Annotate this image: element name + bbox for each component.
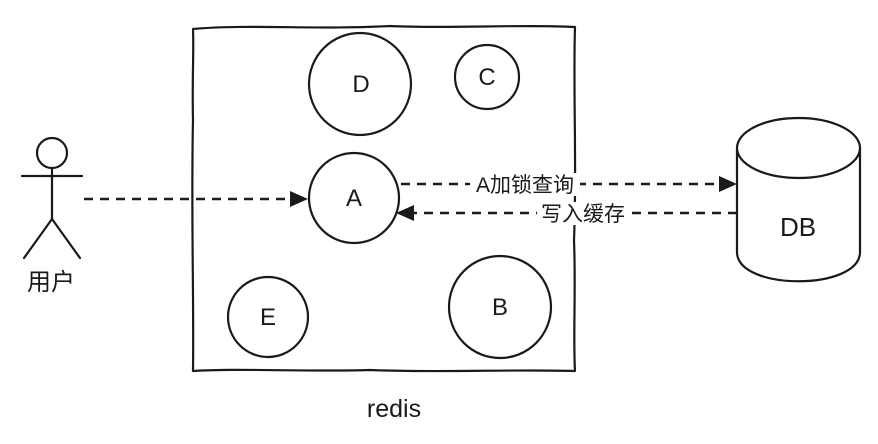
arrow-a-to-db: A加锁查询 <box>401 173 737 197</box>
node-circle-c <box>453 43 521 111</box>
user-leg-left <box>22 217 54 260</box>
arrow-label-write-cache: 写入缓存 <box>541 203 625 226</box>
user-head <box>35 136 69 170</box>
node-label-a: A <box>346 185 362 212</box>
node-label-e: E <box>260 304 276 331</box>
database-top <box>735 116 862 180</box>
user-leg-right <box>50 217 82 260</box>
arrow-db-to-a-labelbg <box>537 202 629 225</box>
node-label-d: D <box>352 71 369 98</box>
node-circle-e <box>226 275 310 359</box>
node-circle-a <box>307 151 401 245</box>
arrow-user-to-a <box>84 191 308 207</box>
node-label-c: C <box>478 64 495 91</box>
arrow-label-lock-query: A加锁查询 <box>476 174 574 197</box>
redis-container-box <box>191 24 577 373</box>
arrow-db-to-a-head <box>396 205 414 221</box>
arrow-user-to-a-head <box>290 191 308 207</box>
redis-caption: redis <box>367 395 421 423</box>
arrow-a-to-db-head <box>719 176 737 192</box>
database-label: DB <box>780 212 816 242</box>
user-actor-icon <box>20 136 84 260</box>
database-body <box>735 148 862 283</box>
arrow-a-to-db-labelbg <box>470 173 580 196</box>
database-icon <box>735 116 862 283</box>
node-label-b: B <box>492 294 508 321</box>
user-actor-label: 用户 <box>27 269 75 296</box>
node-circle-d <box>307 31 413 137</box>
node-circle-b <box>447 254 553 360</box>
arrow-db-to-a: 写入缓存 <box>396 202 737 226</box>
